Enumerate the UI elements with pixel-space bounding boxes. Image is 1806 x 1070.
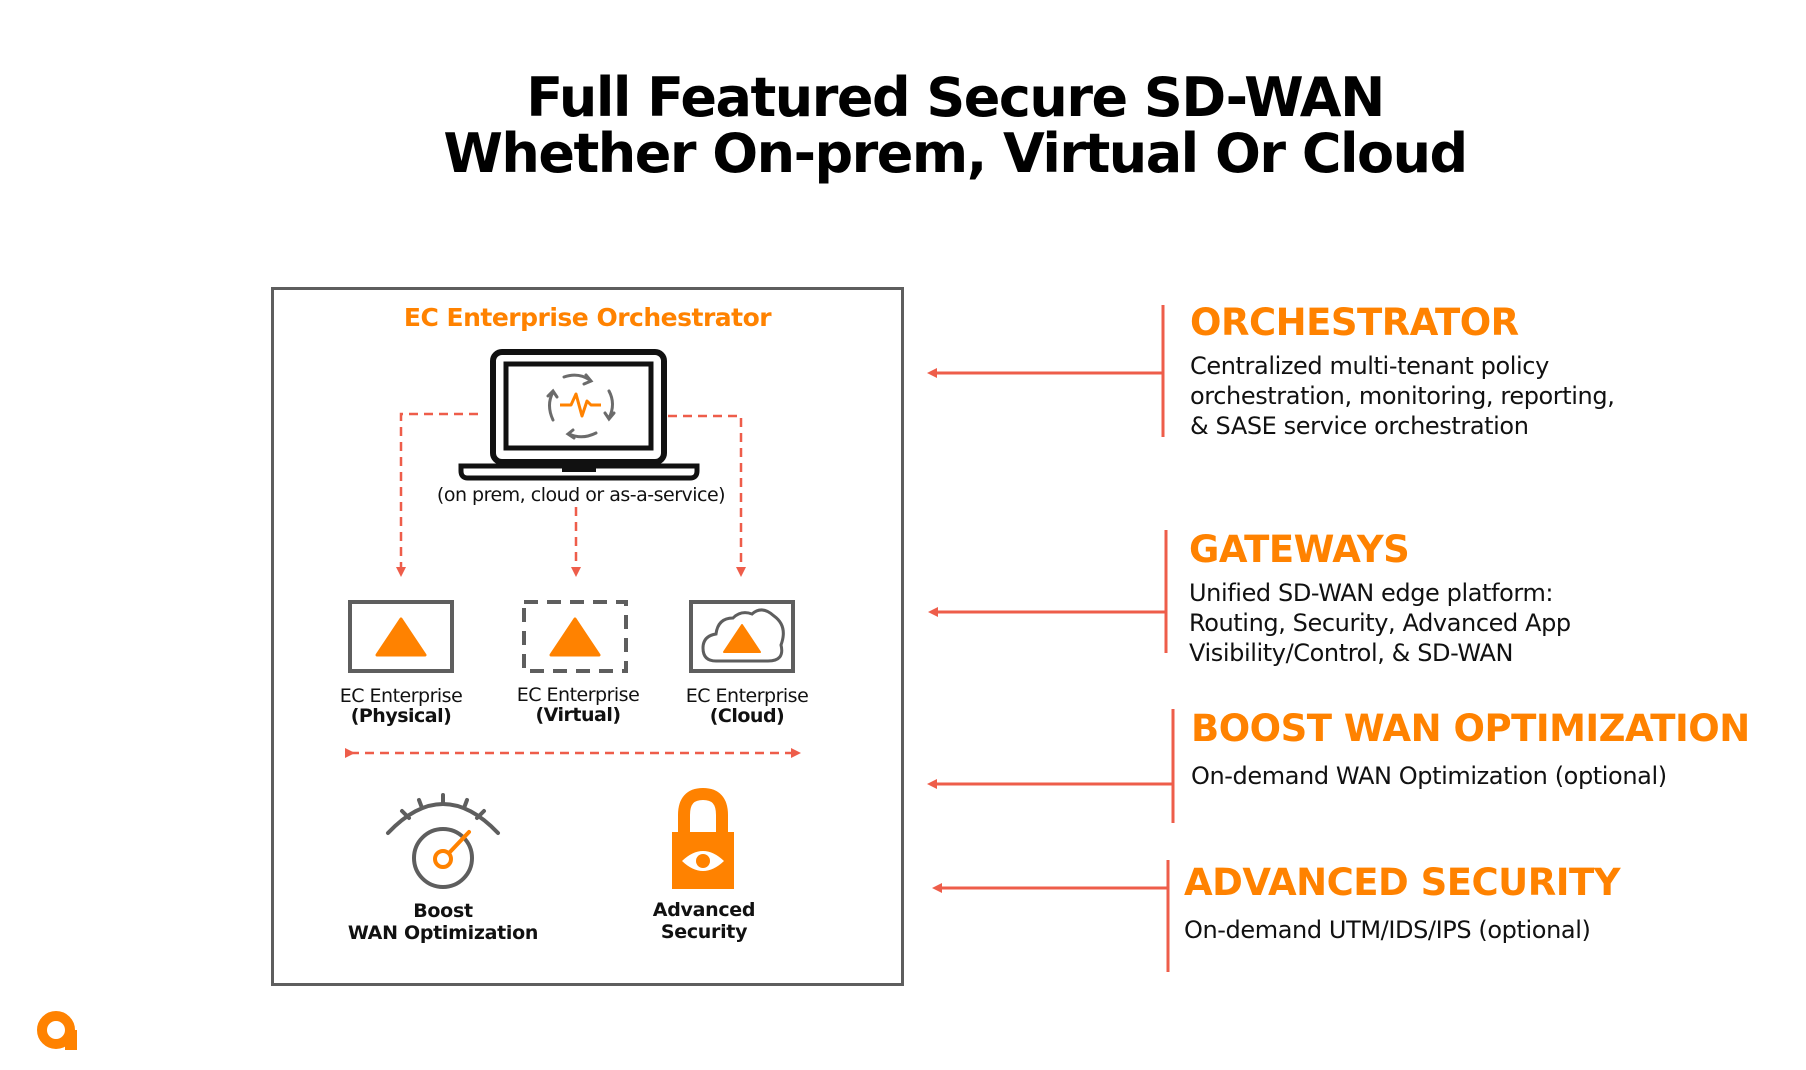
section-boost-wan-optimization: BOOST WAN OPTIMIZATION On-demand WAN Opt… — [1191, 707, 1750, 791]
section-line: Centralized multi-tenant policy — [1190, 352, 1549, 380]
title-line-1: Full Featured Secure SD-WAN — [526, 66, 1385, 129]
feature-line-1: Advanced — [652, 899, 756, 921]
section-line: orchestration, monitoring, reporting, — [1190, 382, 1615, 410]
gateway-type: (Cloud) — [709, 705, 785, 727]
laptop-icon — [458, 349, 700, 481]
section-heading: GATEWAYS — [1189, 528, 1410, 571]
section-line: & SASE service orchestration — [1190, 412, 1529, 440]
sync-arrows-icon — [546, 373, 616, 440]
speed-gauge-icon — [386, 793, 500, 889]
feature-line-1: Boost — [413, 900, 473, 922]
brand-logo-icon — [37, 1011, 77, 1050]
section-line: Unified SD-WAN edge platform: — [1189, 579, 1554, 607]
section-line: On-demand WAN Optimization (optional) — [1191, 762, 1667, 790]
gateway-name: EC Enterprise — [685, 685, 809, 707]
side-connectors — [927, 305, 1175, 972]
orchestrator-deployment-note: (on prem, cloud or as-a-service) — [436, 484, 726, 506]
section-line: On-demand UTM/IDS/IPS (optional) — [1184, 916, 1591, 944]
section-heading: BOOST WAN OPTIMIZATION — [1191, 707, 1750, 750]
section-heading: ORCHESTRATOR — [1190, 301, 1519, 344]
gateway-label-virtual: EC Enterprise (Virtual) — [488, 685, 668, 725]
page-title: Full Featured Secure SD-WAN Whether On-p… — [0, 70, 1806, 182]
virtual-appliance-icon — [522, 600, 628, 673]
section-advanced-security: ADVANCED SECURITY On-demand UTM/IDS/IPS … — [1184, 861, 1621, 945]
gateway-name: EC Enterprise — [516, 684, 640, 706]
gateway-type: (Physical) — [350, 705, 452, 727]
orchestrator-diagram-frame — [271, 287, 904, 986]
section-line: Routing, Security, Advanced App — [1189, 609, 1571, 637]
section-gateways: GATEWAYS Unified SD-WAN edge platform: R… — [1189, 528, 1571, 668]
feature-label-boost: Boost WAN Optimization — [323, 900, 563, 944]
section-orchestrator: ORCHESTRATOR Centralized multi-tenant po… — [1190, 301, 1615, 441]
gateway-name: EC Enterprise — [339, 685, 463, 707]
gateway-type: (Virtual) — [535, 704, 621, 726]
appliance-icon — [348, 600, 454, 673]
section-line: Visibility/Control, & SD-WAN — [1189, 639, 1514, 667]
cloud-appliance-icon — [689, 600, 795, 673]
feature-line-2: Security — [660, 921, 748, 943]
gateway-label-physical: EC Enterprise (Physical) — [311, 686, 491, 726]
orchestrator-title: EC Enterprise Orchestrator — [403, 303, 772, 332]
lock-eye-icon — [672, 787, 734, 889]
orchestrator-connectors — [396, 412, 746, 577]
gateway-label-cloud: EC Enterprise (Cloud) — [657, 686, 837, 726]
section-heading: ADVANCED SECURITY — [1184, 861, 1621, 904]
heartbeat-icon — [560, 392, 601, 418]
feature-label-security: Advanced Security — [584, 899, 824, 943]
title-line-2: Whether On-prem, Virtual Or Cloud — [443, 122, 1468, 185]
feature-line-2: WAN Optimization — [347, 922, 539, 944]
